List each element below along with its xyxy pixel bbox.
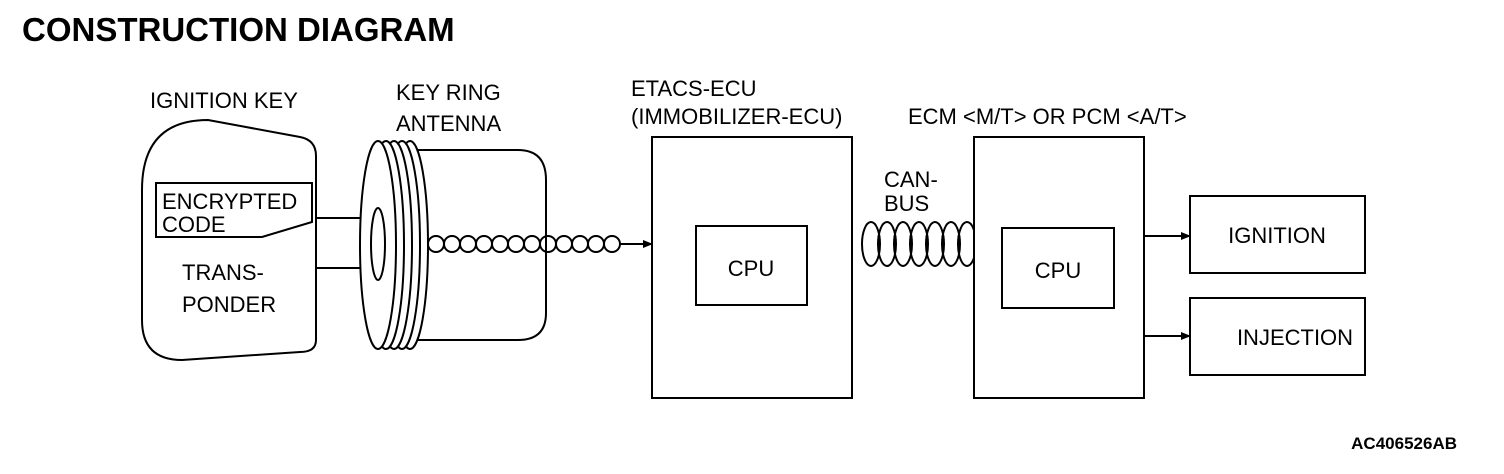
etacs-cpu-label: CPU [728,256,774,281]
antenna-cylinder [391,149,547,341]
ignition-key: IGNITION KEY ENCRYPTED CODE TRANS- PONDE… [141,88,317,362]
etacs-cpu-box [695,225,808,306]
injection-output: INJECTION [1189,297,1366,376]
can-bus-label-line2: BUS [884,191,929,216]
injection-label: INJECTION [1237,325,1353,350]
ecm-pcm: CPU ECM <M/T> OR PCM <A/T> [908,104,1187,399]
figure-reference: AC406526AB [1351,434,1457,453]
ignition-box [1189,195,1366,274]
etacs-label-line2: (IMMOBILIZER-ECU) [631,104,842,129]
wireless-link-coil [427,235,622,253]
key-ring-antenna: KEY RING ANTENNA [359,80,547,350]
wireless-link [427,235,653,253]
ecm-cpu-label: CPU [1035,258,1081,283]
antenna-label-line2: ANTENNA [396,111,501,136]
injection-box [1189,297,1366,376]
ecm-label: ECM <M/T> OR PCM <A/T> [908,104,1187,129]
can-bus-label-line1: CAN- [884,167,938,192]
etacs-label-line1: ETACS-ECU [631,76,757,101]
encrypted-code-box [155,182,313,238]
encrypted-code-line1: ENCRYPTED [162,189,297,214]
antenna-label-line1: KEY RING [396,80,501,105]
diagram-title: CONSTRUCTION DIAGRAM [22,11,455,48]
ignition-output: IGNITION [1189,195,1366,274]
can-bus-coil [861,221,978,267]
transponder-line1: TRANS- [182,260,264,285]
can-bus: CAN- BUS [861,167,978,267]
etacs-ecu: CPU ETACS-ECU (IMMOBILIZER-ECU) [631,76,853,399]
encrypted-code-line2: CODE [162,212,226,237]
ignition-key-outline [141,118,317,362]
antenna-coil-1 [359,140,397,350]
ignition-label: IGNITION [1228,223,1326,248]
ecm-cpu-box [1001,227,1115,309]
antenna-bore [370,207,386,281]
transponder-line2: PONDER [182,292,276,317]
ignition-key-label: IGNITION KEY [150,88,298,113]
